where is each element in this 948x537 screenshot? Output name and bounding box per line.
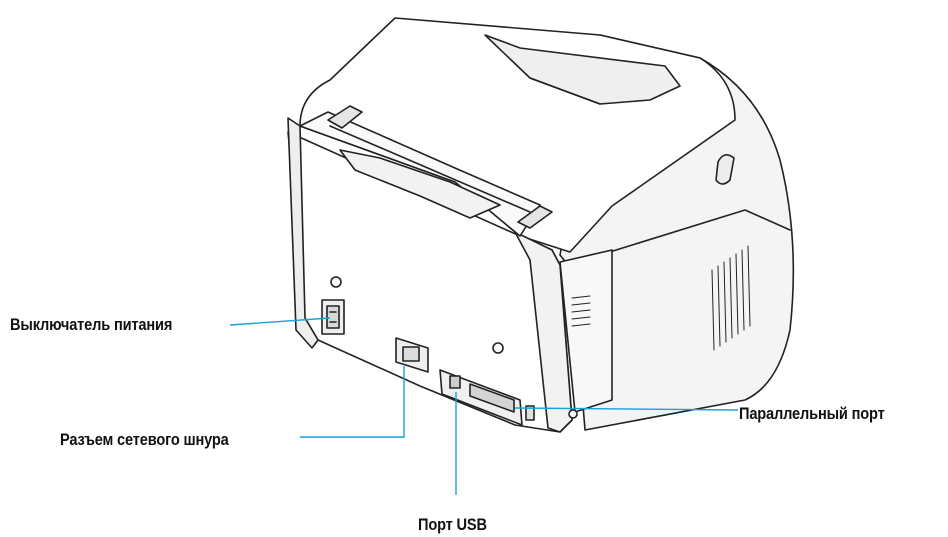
screw-hole-2 bbox=[492, 342, 504, 354]
rear-latch bbox=[525, 405, 535, 421]
rear-vents bbox=[571, 295, 591, 327]
label-parallel-port: Параллельный порт bbox=[739, 404, 885, 423]
label-usb-port: Порт USB bbox=[418, 515, 487, 534]
paper-feed-tray bbox=[299, 111, 541, 237]
usb-port bbox=[449, 375, 461, 389]
callout-power-cord bbox=[300, 366, 405, 438]
rear-side-block bbox=[559, 249, 613, 413]
side-handle bbox=[715, 154, 735, 185]
paper-guide-right bbox=[517, 205, 553, 229]
callout-power-switch bbox=[229, 317, 331, 326]
side-vents bbox=[711, 245, 751, 351]
paper-guide-left bbox=[327, 105, 363, 129]
label-power-cord-socket: Разъем сетевого шнура bbox=[60, 430, 229, 449]
rear-right-pillar bbox=[514, 231, 573, 433]
label-power-switch: Выключатель питания bbox=[10, 315, 173, 334]
parallel-port-connector bbox=[469, 383, 515, 413]
callout-parallel-port bbox=[514, 407, 739, 411]
screw-hole-1 bbox=[330, 276, 342, 288]
indicator-hole bbox=[568, 409, 578, 419]
